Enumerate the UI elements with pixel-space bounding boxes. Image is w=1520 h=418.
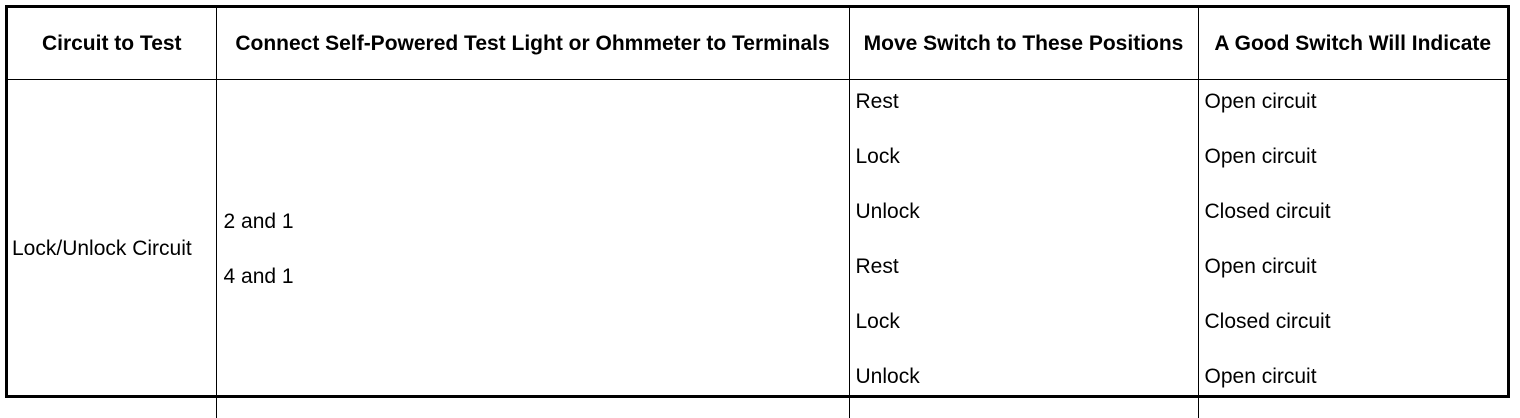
indication-item: Open circuit (1199, 253, 1508, 308)
header-good-switch-indication: A Good Switch Will Indicate (1198, 8, 1507, 80)
header-row: Circuit to Test Connect Self-Powered Tes… (8, 8, 1507, 80)
position-item: Unlock (850, 198, 1198, 253)
indication-item: Closed circuit (1199, 308, 1508, 363)
positions-cell: Rest Lock Unlock Rest Lock Unlock (849, 80, 1198, 418)
header-connect-terminals: Connect Self-Powered Test Light or Ohmme… (216, 8, 849, 80)
position-item: Rest (850, 88, 1198, 143)
indication-item: Closed circuit (1199, 198, 1508, 253)
position-item: Unlock (850, 363, 1198, 418)
switch-test-table: Circuit to Test Connect Self-Powered Tes… (8, 8, 1507, 418)
header-circuit-to-test: Circuit to Test (8, 8, 216, 80)
header-switch-positions: Move Switch to These Positions (849, 8, 1198, 80)
table-row: Lock/Unlock Circuit 2 and 1 4 and 1 Rest… (8, 80, 1507, 418)
indication-item: Open circuit (1199, 363, 1508, 418)
terminals-cell: 2 and 1 4 and 1 (216, 80, 849, 418)
indication-item: Open circuit (1199, 88, 1508, 143)
position-item: Rest (850, 253, 1198, 308)
indications-cell: Open circuit Open circuit Closed circuit… (1198, 80, 1507, 418)
terminals-pair-2: 4 and 1 (224, 249, 849, 304)
terminals-pair-1: 2 and 1 (224, 194, 849, 249)
switch-test-table-frame: Circuit to Test Connect Self-Powered Tes… (5, 5, 1510, 398)
indication-item: Open circuit (1199, 143, 1508, 198)
position-item: Lock (850, 308, 1198, 363)
circuit-cell: Lock/Unlock Circuit (8, 80, 216, 418)
position-item: Lock (850, 143, 1198, 198)
